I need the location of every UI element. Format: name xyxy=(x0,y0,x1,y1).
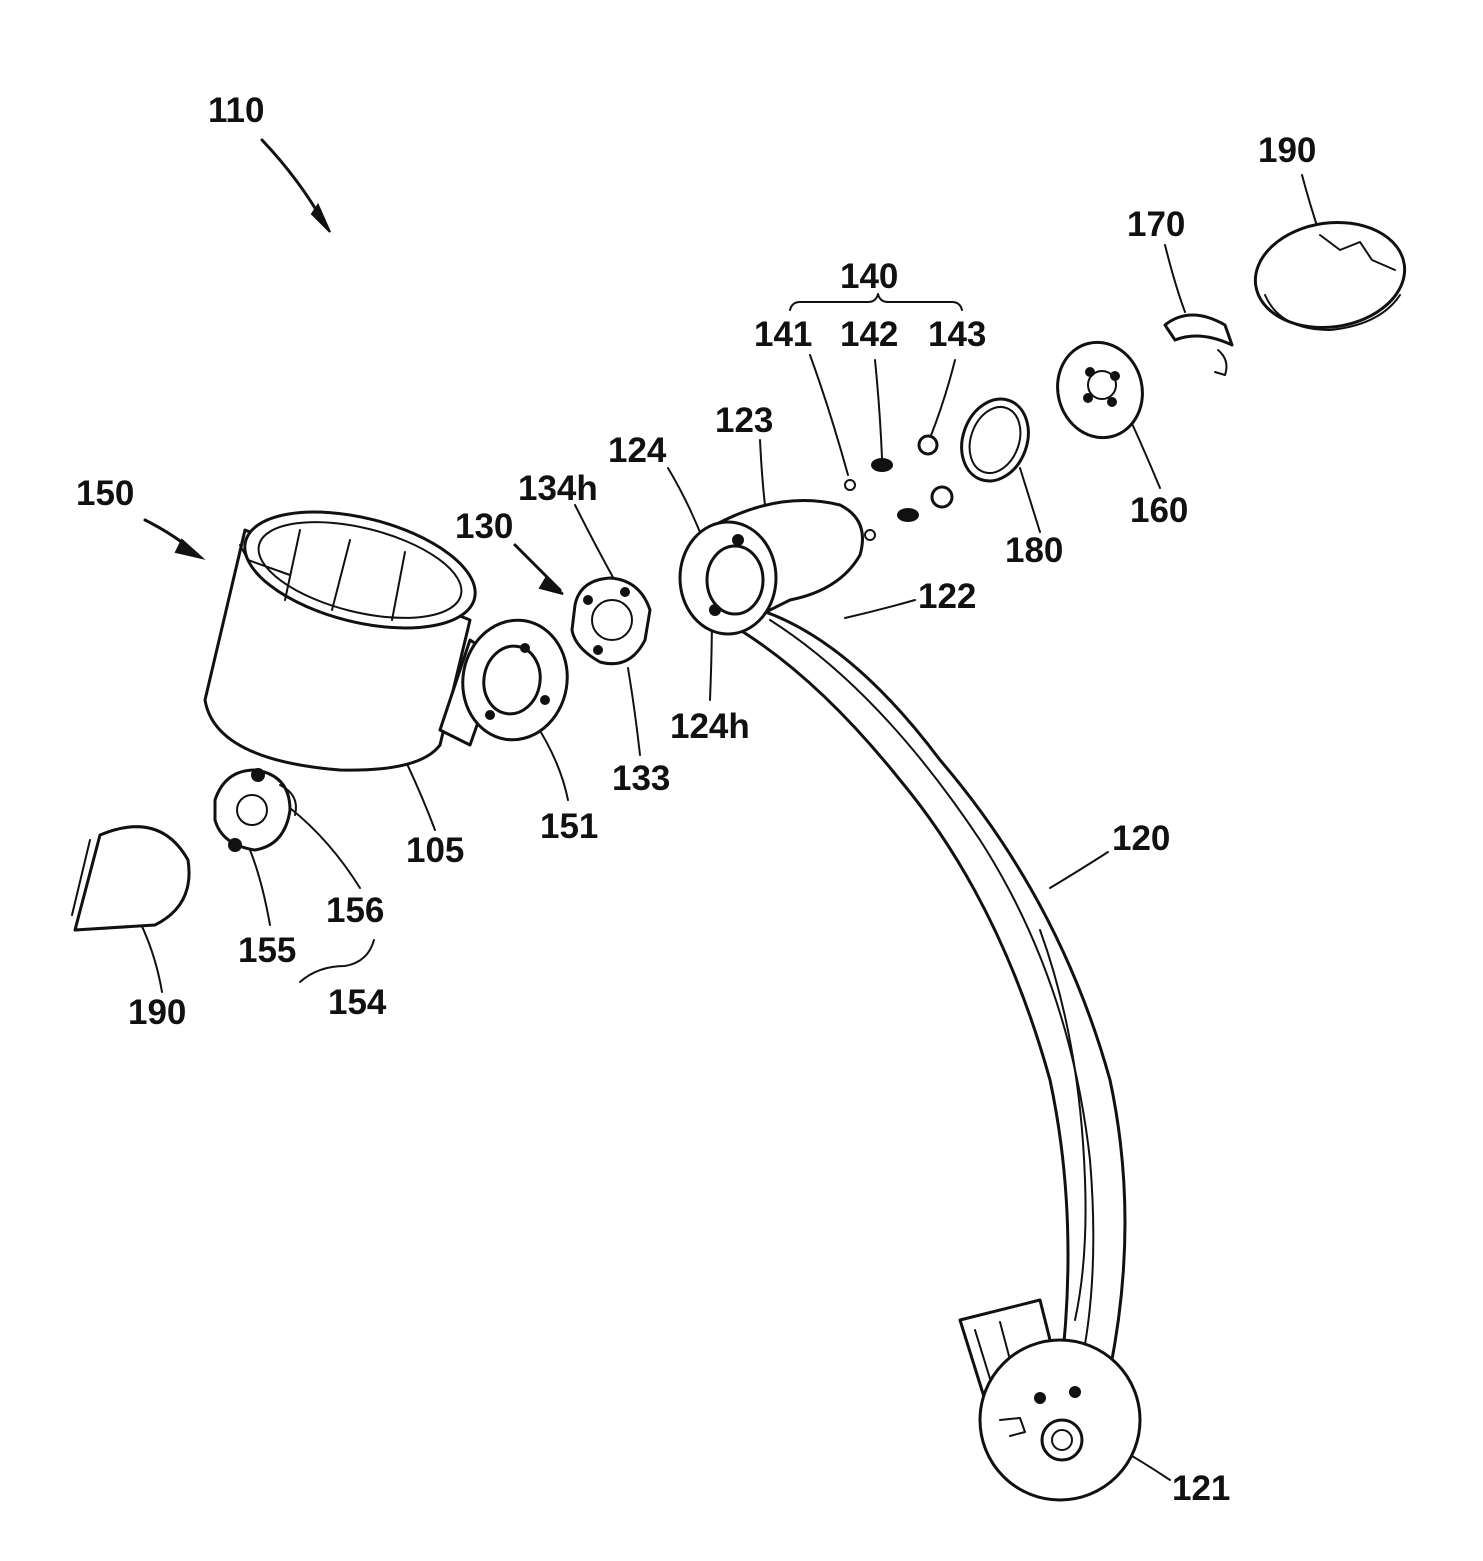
leader-155 xyxy=(250,850,270,925)
label-154: 154 xyxy=(328,983,387,1022)
label-190-bottom: 190 xyxy=(128,993,186,1032)
leader-156 xyxy=(290,808,360,888)
label-142: 142 xyxy=(840,315,898,354)
plate-160 xyxy=(1047,333,1153,447)
arrowhead-110 xyxy=(312,205,330,232)
label-190-top: 190 xyxy=(1258,131,1316,170)
cap-190-bottom xyxy=(72,827,189,930)
arm-120 xyxy=(740,610,1140,1500)
leader-142 xyxy=(875,360,882,458)
label-122: 122 xyxy=(918,577,976,616)
leader-133 xyxy=(628,668,640,755)
label-140: 140 xyxy=(840,257,898,296)
label-123: 123 xyxy=(715,401,773,440)
clip-170 xyxy=(1165,315,1232,375)
label-170: 170 xyxy=(1127,205,1185,244)
brace-154 xyxy=(300,940,374,982)
label-134h: 134h xyxy=(518,469,598,508)
knob-154 xyxy=(215,769,296,851)
leader-122 xyxy=(845,600,915,618)
label-143: 143 xyxy=(928,315,986,354)
leader-141 xyxy=(810,355,848,475)
label-150: 150 xyxy=(76,474,134,513)
label-141: 141 xyxy=(754,315,812,354)
label-180: 180 xyxy=(1005,531,1063,570)
label-160: 160 xyxy=(1130,491,1188,530)
leader-180 xyxy=(1020,468,1040,532)
leader-143 xyxy=(930,360,955,438)
label-120: 120 xyxy=(1112,819,1170,858)
leader-lines xyxy=(135,140,1320,1480)
brace-140 xyxy=(790,294,962,310)
leader-130 xyxy=(515,545,560,590)
label-155: 155 xyxy=(238,931,296,970)
label-156: 156 xyxy=(326,891,384,930)
leader-123 xyxy=(760,440,765,505)
label-124h: 124h xyxy=(670,707,750,746)
label-110: 110 xyxy=(208,91,264,130)
label-130: 130 xyxy=(455,507,513,546)
label-151: 151 xyxy=(540,807,598,846)
leader-170 xyxy=(1165,245,1185,312)
label-121: 121 xyxy=(1172,1469,1230,1508)
ring-180 xyxy=(951,390,1040,491)
leader-120 xyxy=(1050,852,1108,888)
plate-130 xyxy=(572,578,650,664)
cap-190-top xyxy=(1248,213,1411,337)
label-105: 105 xyxy=(406,831,464,870)
label-124: 124 xyxy=(608,431,667,470)
label-133: 133 xyxy=(612,759,670,798)
arrowhead-150 xyxy=(176,540,202,558)
